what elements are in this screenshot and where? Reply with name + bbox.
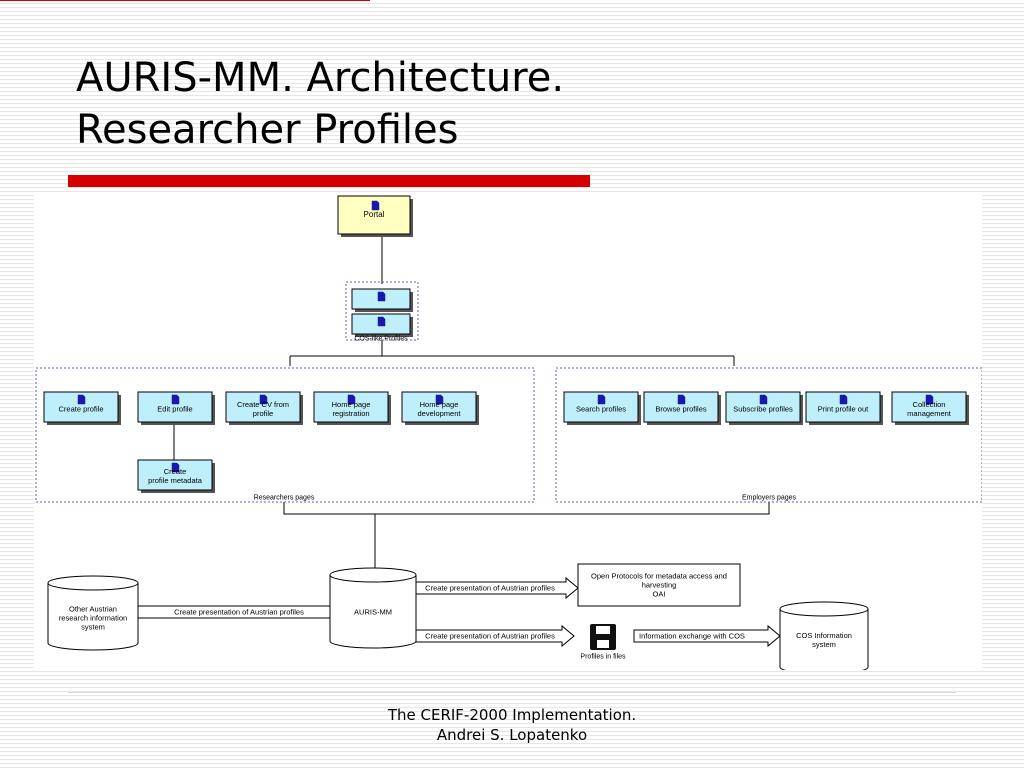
- portal-doc-icon: [371, 200, 380, 211]
- employer-page-collection-management-label-text-1: Collection: [913, 400, 946, 409]
- title-underline-bar: [68, 175, 590, 187]
- employer-page-search-profiles-label-text-1: Search profiles: [576, 405, 626, 414]
- arrow-to-cos-label-text-1: Information exchange with COS: [639, 632, 745, 641]
- employer-page-print-profile-out-doc-icon: [839, 394, 848, 405]
- slide-footer: The CERIF-2000 Implementation. Andrei S.…: [362, 705, 662, 745]
- files-label-text-1: Profiles in files: [580, 653, 626, 660]
- connector-groups-join: [283, 502, 770, 515]
- portal-label-text-1: Portal: [364, 210, 385, 219]
- employer-page-print-profile-out-label-text-1: Print profile out: [818, 405, 869, 414]
- oai-box-label-text-1: Open Protocols for metadata access and: [591, 572, 727, 581]
- other-system-label-text-3: system: [81, 623, 105, 632]
- researcher-page-home-page-development-doc-icon: [435, 394, 444, 405]
- employer-page-search-profiles-doc-icon: [597, 394, 606, 405]
- arrow-to-oai-label-text-1: Create presentation of Austrian profiles: [425, 584, 555, 593]
- arrow-to-cos: [633, 624, 781, 648]
- employers-group-frame: [555, 367, 982, 503]
- create-profile-metadata-label-text-2: profile metadata: [148, 476, 203, 485]
- arrow-into-auris-label-text-1: Create presentation of Austrian profiles: [174, 608, 304, 617]
- cos-group-label-text-1: COS-like Profiles: [354, 335, 408, 342]
- cos-system-label-text-2: system: [812, 640, 836, 649]
- auris-mm-label-text-1: AURIS-MM: [354, 608, 392, 617]
- slide-title-line-2: Researcher Profiles: [76, 107, 459, 153]
- employer-page-browse-profiles-doc-icon: [677, 394, 686, 405]
- cos-system-cylinder-rim: [779, 608, 869, 617]
- cos-box-2-doc-icon: [377, 316, 386, 327]
- researcher-page-create-profile-label-text-1: Create profile: [58, 405, 103, 414]
- oai-box: [577, 563, 741, 607]
- slide-title-line-1: AURIS-MM. Architecture.: [76, 55, 565, 101]
- title-underline-line: [0, 0, 370, 1]
- researcher-page-edit-profile-label-text-1: Edit profile: [157, 405, 192, 414]
- arrow-to-files-label-text-1: Create presentation of Austrian profiles: [425, 632, 555, 641]
- oai-box-label-text-3: OAI: [653, 590, 666, 599]
- other-system-label-text-2: research information: [59, 614, 127, 623]
- cos-system-label-text-1: COS Information: [796, 631, 852, 640]
- arrow-to-oai: [415, 576, 579, 600]
- floppy-disk-label-area: [596, 626, 610, 634]
- cos-group-frame: [345, 281, 419, 341]
- footer-divider: [68, 692, 956, 693]
- employer-page-collection-management-doc-icon: [925, 394, 934, 405]
- create-profile-metadata-label-text-1: Create: [164, 467, 187, 476]
- other-system-cylinder: [47, 575, 139, 651]
- create-profile-metadata-doc-icon: [171, 462, 180, 473]
- researcher-page-create-cv-doc-icon: [259, 394, 268, 405]
- other-system-cylinder-rim: [47, 582, 139, 591]
- slide-title: AURIS-MM. Architecture. Researcher Profi…: [76, 52, 564, 156]
- researcher-page-create-profile-doc-icon: [77, 394, 86, 405]
- researcher-page-home-page-development-label-text-2: development: [418, 409, 462, 418]
- employer-page-print-profile-out: [805, 391, 881, 423]
- oai-box-label-text-2: harvesting: [642, 581, 677, 590]
- auris-mm-cylinder-rim: [329, 574, 417, 583]
- floppy-disk-shutter: [597, 640, 609, 648]
- researcher-page-home-page-registration-label-text-2: registration: [332, 409, 369, 418]
- employer-page-browse-profiles-label-text-1: Browse profiles: [655, 405, 707, 414]
- employers-group-label-text-1: Employers pages: [742, 494, 797, 501]
- employer-page-collection-management-label-text-2: management: [907, 409, 952, 418]
- researchers-group-frame: [35, 367, 535, 503]
- footer-line-1: The CERIF-2000 Implementation.: [387, 706, 637, 724]
- researchers-group-label-text-1: Researchers pages: [254, 494, 315, 501]
- cos-system-cylinder: [779, 601, 869, 670]
- researcher-page-home-page-development-label-text-1: Home page: [420, 400, 459, 409]
- arrow-to-files: [415, 624, 575, 648]
- other-system-label-text-1: Other Austrian: [69, 605, 117, 614]
- researcher-page-home-page-registration-doc-icon: [347, 394, 356, 405]
- researcher-page-create-cv-label-text-2: profile: [253, 409, 273, 418]
- cos-box-1-doc-icon: [377, 291, 386, 302]
- researcher-page-create-cv-label-text-1: Create CV from: [237, 400, 289, 409]
- employer-page-subscribe-profiles-doc-icon: [759, 394, 768, 405]
- researcher-page-edit-profile-doc-icon: [171, 394, 180, 405]
- researcher-page-home-page-registration-label-text-1: Home page: [332, 400, 371, 409]
- footer-line-2: Andrei S. Lopatenko: [436, 726, 588, 744]
- employer-page-subscribe-profiles-label-text-1: Subscribe profiles: [733, 405, 793, 414]
